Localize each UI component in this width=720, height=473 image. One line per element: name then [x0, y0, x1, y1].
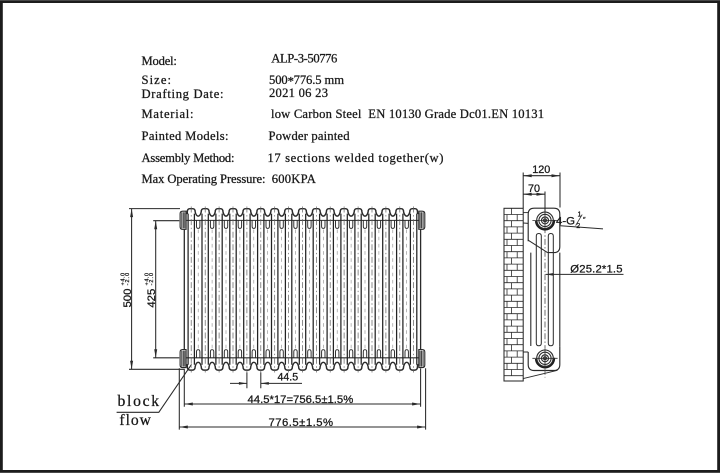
svg-text:Assembly Method:: Assembly Method: — [142, 151, 235, 165]
svg-text:Powder painted: Powder painted — [269, 129, 351, 143]
svg-text:2: 2 — [576, 221, 580, 230]
svg-text:4-G: 4-G — [556, 215, 575, 227]
svg-text:44.5: 44.5 — [278, 371, 299, 383]
svg-text:+4.0: +4.0 — [120, 273, 126, 285]
svg-text:Ø25.2*1.5: Ø25.2*1.5 — [570, 264, 622, 276]
svg-text:776.5±1.5%: 776.5±1.5% — [269, 417, 334, 429]
svg-text:Painted Models:: Painted Models: — [142, 129, 229, 143]
svg-text:Model:: Model: — [142, 54, 177, 68]
svg-text:-2.0: -2.0 — [149, 273, 155, 285]
svg-text:425: 425 — [146, 289, 158, 308]
svg-text:120: 120 — [532, 164, 550, 176]
svg-text:44.5*17=756.5±1.5%: 44.5*17=756.5±1.5% — [248, 394, 354, 406]
svg-text:600KPA: 600KPA — [272, 172, 316, 186]
svg-text:1: 1 — [578, 209, 582, 218]
svg-text:Size:: Size: — [142, 73, 172, 87]
svg-text:500: 500 — [122, 289, 134, 308]
svg-text:flow: flow — [119, 412, 151, 429]
svg-text:Material:: Material: — [142, 107, 194, 121]
svg-text:2021 06 23: 2021 06 23 — [269, 86, 328, 100]
svg-text:+4.0: +4.0 — [145, 273, 151, 285]
svg-text:low Carbon Steel EN 10130 Gra: low Carbon Steel EN 10130 Grade Dc01.EN … — [271, 107, 544, 121]
svg-text:70: 70 — [528, 183, 540, 195]
svg-text:Drafting Date:: Drafting Date: — [142, 87, 224, 101]
svg-text:block: block — [118, 393, 160, 410]
svg-text:″: ″ — [583, 215, 586, 224]
svg-text:Max Operating Pressure:: Max Operating Pressure: — [142, 172, 266, 186]
svg-text:17 sections welded together(w): 17 sections welded together(w) — [268, 151, 444, 165]
svg-text:500*​776.5 mm: 500*​776.5 mm — [269, 73, 344, 89]
svg-text:ALP-3-50776: ALP-3-50776 — [271, 52, 337, 66]
svg-text:-2.0: -2.0 — [125, 273, 131, 285]
